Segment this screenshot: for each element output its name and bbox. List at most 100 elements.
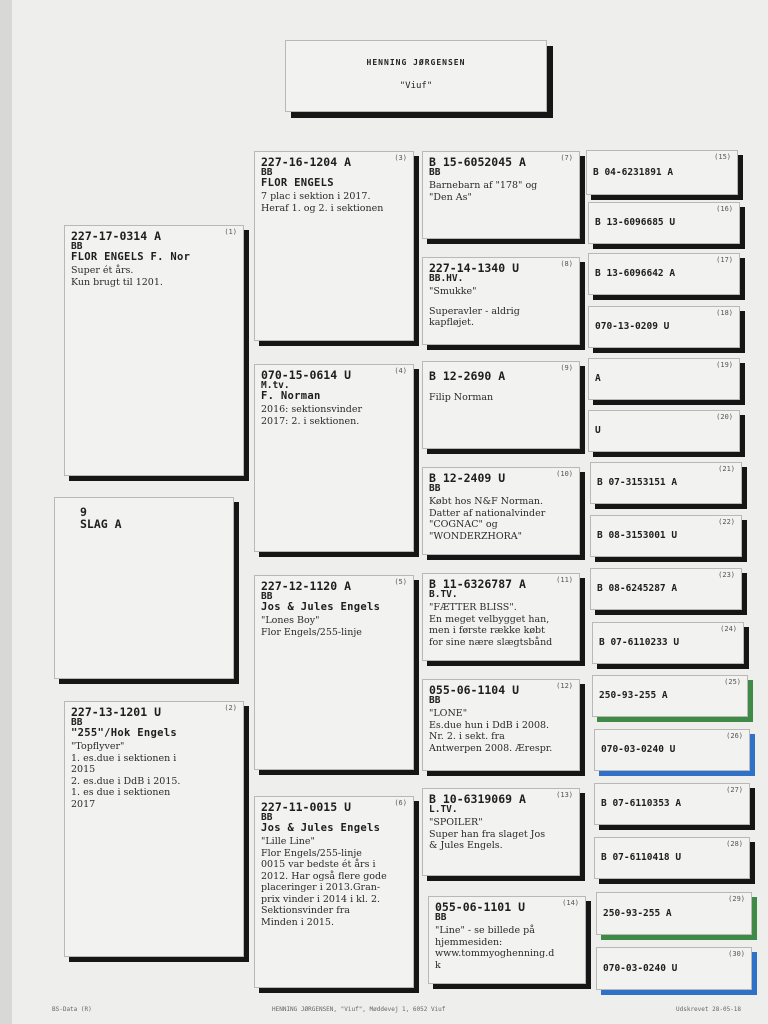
ring-number: 227-14-1340 U (429, 261, 520, 275)
pigeon-name: F. Norman (261, 390, 321, 402)
ancestor-box-27: (27) B 07-6110353 A (594, 783, 750, 825)
ring-number: A (595, 373, 601, 384)
owner-title-box: HENNING JØRGENSEN "Viuf" (285, 40, 547, 112)
color-code: BB (71, 241, 83, 252)
pigeon-box-8: (8) 227-14-1340 U BB.HV. "Smukke" Supera… (422, 257, 580, 345)
ring-number: B 10-6319069 A (429, 792, 526, 806)
ring-number: B 07-6110418 U (601, 852, 682, 863)
ancestor-box-25: (25) 250-93-255 A (592, 675, 748, 717)
pigeon-notes: "SPOILER"Super han fra slaget Jos & Jule… (429, 817, 546, 851)
pigeon-box-11: (11) B 11-6326787 A B.TV. "FÆTTER BLISS"… (422, 573, 580, 661)
ring-number: B 04-6231891 A (593, 166, 674, 178)
slag-box: 9 SLAG A (54, 497, 234, 679)
ancestor-box-26: (26) 070-03-0240 U (594, 729, 750, 771)
ring-number: 227-16-1204 A (261, 155, 352, 169)
ancestor-box-19: (19) A (588, 358, 740, 400)
color-code: M.tv. (261, 380, 290, 391)
ancestor-box-28: (28) B 07-6110418 U (594, 837, 750, 879)
pigeon-box-9: (9) B 12-2690 A Filip Norman (422, 361, 580, 449)
pigeon-notes: Barnebarn af "178" og"Den As" (429, 180, 538, 203)
ring-number: 227-13-1201 U (71, 705, 162, 719)
color-code: L.TV. (429, 804, 458, 815)
owner-name: HENNING JØRGENSEN (366, 58, 466, 67)
pigeon-box-2: (2) 227-13-1201 U BB "255"/Hok Engels "T… (64, 701, 244, 957)
ring-number: 250-93-255 A (599, 690, 668, 701)
ancestor-box-17: (17) B 13-6096642 A (588, 253, 740, 295)
ring-number: B 12-2409 U (429, 471, 506, 485)
ring-number: B 11-6326787 A (429, 577, 526, 591)
ring-number: B 13-6096642 A (595, 268, 676, 279)
pigeon-box-13: (13) B 10-6319069 A L.TV. "SPOILER"Super… (422, 788, 580, 876)
pigeon-name: Jos & Jules Engels (261, 822, 381, 834)
pigeon-notes: 7 plac i sektion i 2017.Heraf 1. og 2. i… (261, 191, 384, 214)
ancestor-box-29: (29) 250-93-255 A (596, 892, 752, 935)
ring-number: 070-13-0209 U (595, 321, 670, 332)
color-code: BB (429, 167, 441, 178)
pigeon-box-10: (10) B 12-2409 U BB Købt hos N&F Norman.… (422, 467, 580, 555)
ancestor-box-23: (23) B 08-6245287 A (590, 568, 742, 610)
ring-number: B 12-2690 A (429, 369, 506, 383)
ancestor-box-30: (30) 070-03-0240 U (596, 947, 752, 990)
owner-location: "Viuf" (399, 81, 433, 91)
ring-number: 070-15-0614 U (261, 368, 352, 382)
ancestor-box-16: (16) B 13-6096685 U (588, 202, 740, 244)
pigeon-name: Jos & Jules Engels (261, 601, 381, 613)
color-code: BB (261, 812, 273, 823)
footer-print-date: Udskrevet 28-05-18 (676, 1006, 742, 1013)
pigeon-box-14: (14) 055-06-1101 U BB "Line" - se billed… (428, 896, 586, 984)
color-code: B.TV. (429, 589, 458, 600)
color-code: BB (429, 695, 441, 706)
footer-owner-address: HENNING JØRGENSEN, "Viuf", Møddevej 1, 6… (272, 1006, 446, 1013)
color-code: BB (435, 912, 447, 923)
pigeon-notes: "Lones Boy"Flor Engels/255-linje (261, 615, 362, 638)
pigeon-notes: "FÆTTER BLISS".En meget velbygget han, m… (429, 602, 553, 648)
pigeon-name: FLOR ENGELS F. Nor (71, 251, 191, 263)
pigeon-notes: Super ét års.Kun brugt til 1201. (71, 265, 163, 288)
pigeon-box-4: (4) 070-15-0614 U M.tv. F. Norman 2016: … (254, 364, 414, 552)
pigeon-notes: Købt hos N&F Norman.Datter af nationalvi… (429, 496, 546, 542)
color-code: BB (261, 591, 273, 602)
pigeon-box-1: (1) 227-17-0314 A BB FLOR ENGELS F. Nor … (64, 225, 244, 476)
ring-number: 070-03-0240 U (601, 744, 676, 755)
ancestor-box-20: (20) U (588, 410, 740, 452)
pigeon-box-6: (6) 227-11-0015 U BB Jos & Jules Engels … (254, 796, 414, 988)
ring-number: 055-06-1104 U (429, 683, 520, 697)
slag-label: SLAG A (80, 517, 122, 531)
ring-number: B 13-6096685 U (595, 217, 676, 228)
pigeon-name: "255"/Hok Engels (71, 727, 177, 739)
ring-number: 070-03-0240 U (603, 962, 678, 974)
slag-number: 9 (80, 505, 87, 519)
color-code: BB (429, 483, 441, 494)
ring-number: 250-93-255 A (603, 907, 672, 919)
color-code: BB (261, 167, 273, 178)
pigeon-box-3: (3) 227-16-1204 A BB FLOR ENGELS 7 plac … (254, 151, 414, 341)
pigeon-box-5: (5) 227-12-1120 A BB Jos & Jules Engels … (254, 575, 414, 770)
footer-software: BS-Data (R) (52, 1006, 92, 1013)
ring-number: U (595, 425, 601, 436)
ring-number: B 08-3153001 U (597, 530, 678, 541)
pigeon-box-12: (12) 055-06-1104 U BB "LONE"Es.due hun i… (422, 679, 580, 771)
ancestor-box-18: (18) 070-13-0209 U (588, 306, 740, 348)
pigeon-notes: Filip Norman (429, 392, 494, 403)
ancestor-box-24: (24) B 07-6110233 U (592, 622, 744, 664)
ancestor-box-22: (22) B 08-3153001 U (590, 515, 742, 557)
ring-number: B 08-6245287 A (597, 583, 678, 594)
ring-number: B 07-6110353 A (601, 798, 682, 809)
ring-number: 227-11-0015 U (261, 800, 352, 814)
ring-number: 227-17-0314 A (71, 229, 162, 243)
ring-number: B 07-3153151 A (597, 477, 678, 488)
ring-number: B 07-6110233 U (599, 637, 680, 648)
ring-number: B 15-6052045 A (429, 155, 526, 169)
ring-number: 055-06-1101 U (435, 900, 526, 914)
color-code: BB.HV. (429, 273, 464, 284)
ring-number: 227-12-1120 A (261, 579, 352, 593)
pigeon-name: FLOR ENGELS (261, 177, 334, 189)
ancestor-box-21: (21) B 07-3153151 A (590, 462, 742, 504)
color-code: BB (71, 717, 83, 728)
ancestor-box-15: (15) B 04-6231891 A (586, 150, 738, 195)
pigeon-box-7: (7) B 15-6052045 A BB Barnebarn af "178"… (422, 151, 580, 239)
pigeon-notes: "LONE"Es.due hun i DdB i 2008. Nr. 2. i … (429, 708, 553, 754)
